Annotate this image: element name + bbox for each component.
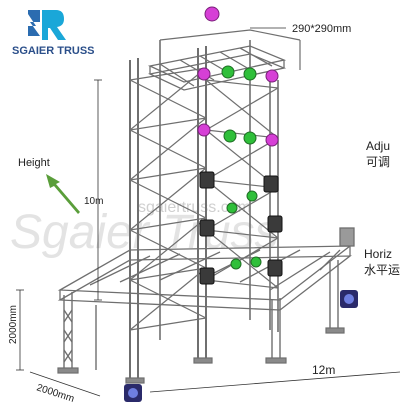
truss-structure	[57, 29, 355, 384]
horiz-en-label: Horiz	[364, 247, 392, 261]
dim-length-label: 12m	[312, 363, 335, 377]
logo-mark-s	[28, 10, 40, 36]
horiz-cn-label: 水平运	[364, 263, 400, 277]
base-plates	[57, 327, 345, 384]
height-label: Height	[18, 157, 50, 169]
height-value: 10m	[84, 196, 103, 207]
magenta-light-icon	[197, 6, 279, 147]
brand-logo: SGAIER TRUSS	[12, 10, 95, 57]
watermark-url: sgaiertruss.com	[138, 199, 251, 216]
brand-name: SGAIER TRUSS	[12, 45, 95, 57]
adjust-cn-label: 可调	[366, 155, 390, 169]
logo-mark-r	[42, 10, 66, 40]
moving-head-icon	[199, 171, 283, 285]
dimension-lines	[16, 27, 401, 397]
dim-height-2000-label: 2000mm	[8, 305, 19, 344]
green-light-icon	[221, 65, 262, 270]
tower-horizontals	[129, 67, 279, 331]
stage-lights	[124, 6, 358, 402]
side-towers	[63, 260, 339, 370]
truss-size-label: 290*290mm	[292, 23, 351, 35]
height-arrow	[46, 174, 80, 214]
top-truss	[147, 45, 287, 91]
adjust-en-label: Adju	[366, 139, 390, 153]
blue-floor-light-icon	[124, 290, 358, 402]
